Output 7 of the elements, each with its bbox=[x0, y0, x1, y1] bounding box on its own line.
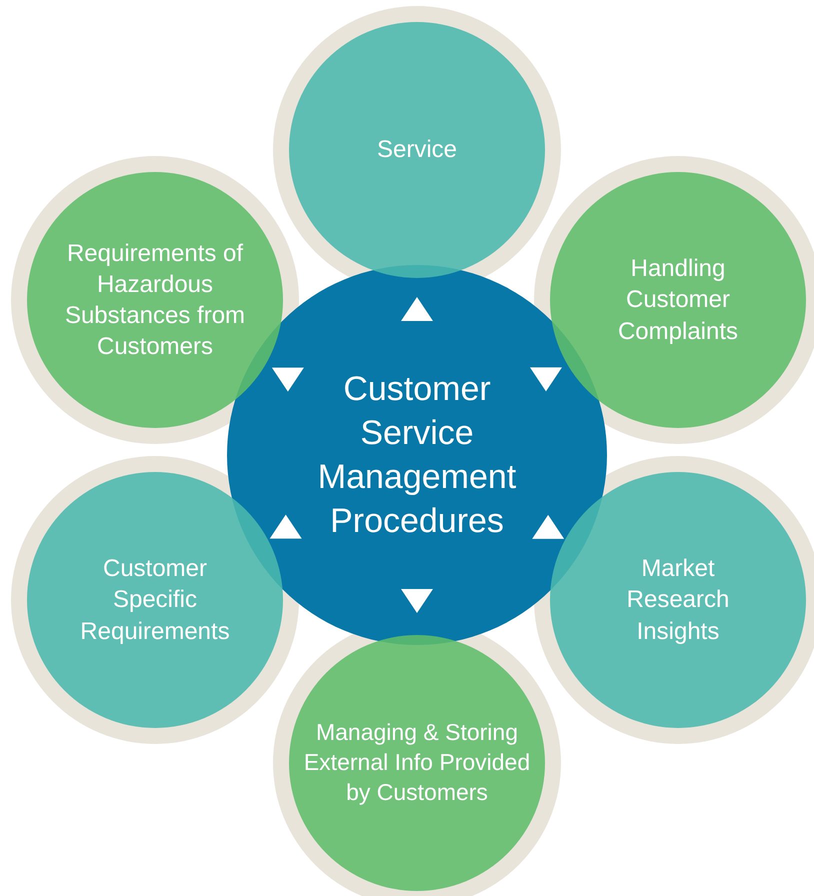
topic-label: Managing & Storing External Info Provided by Customers bbox=[302, 718, 532, 807]
topic-label: Service bbox=[376, 135, 458, 166]
topic-label: Customer Specific Requirements bbox=[79, 554, 231, 647]
topic-label: Handling Customer Complaints bbox=[616, 254, 740, 347]
center-title: Customer Service Management Procedures bbox=[316, 368, 518, 542]
topic-label: Requirements of Hazardous Substances from Customers bbox=[64, 238, 246, 362]
topic-label: Market Research Insights bbox=[626, 554, 730, 647]
